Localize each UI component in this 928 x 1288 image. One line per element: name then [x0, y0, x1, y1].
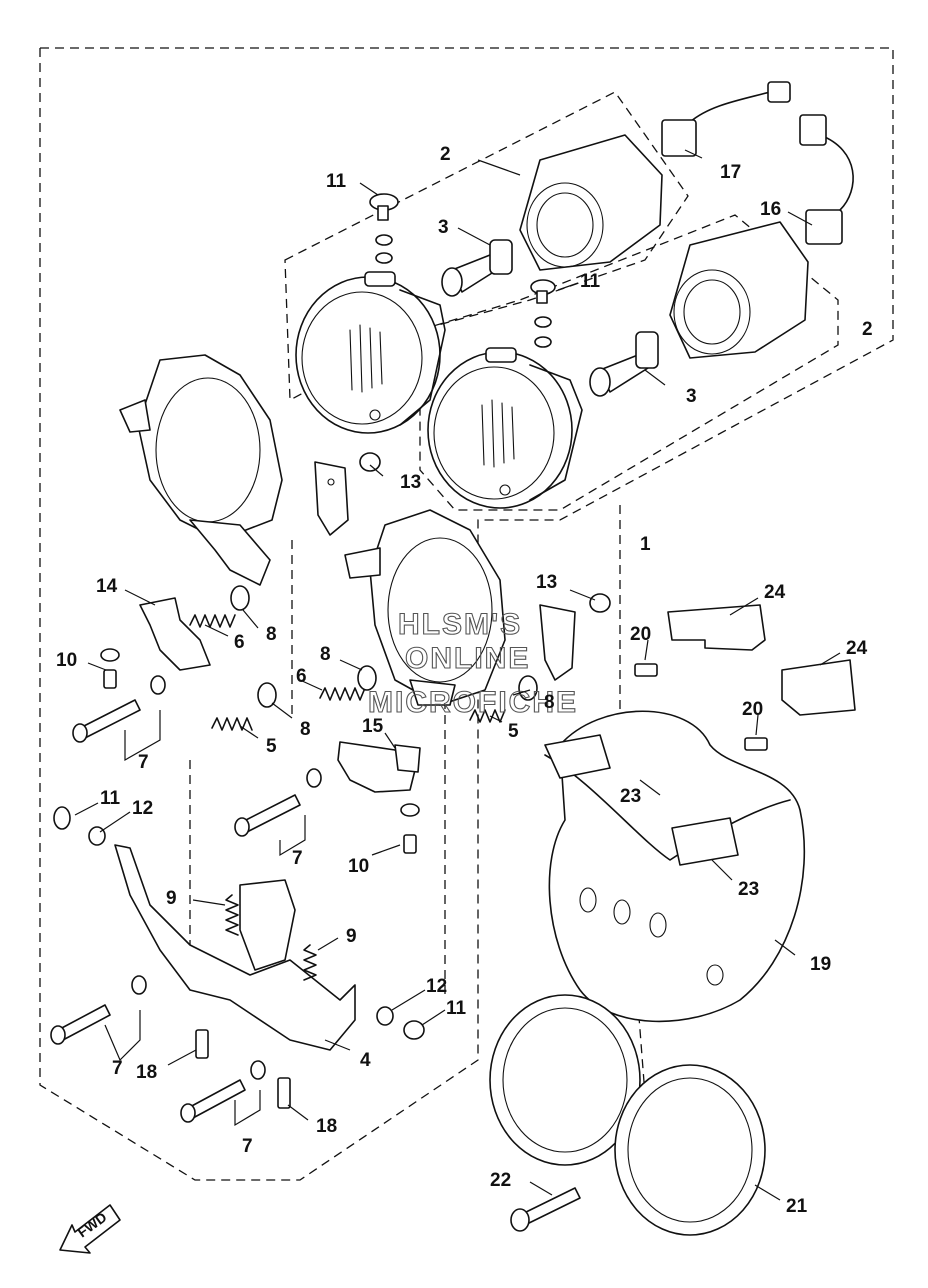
callout-18-left: 18 — [136, 1062, 157, 1083]
bracket-15 — [337, 741, 421, 793]
bulb-lower — [589, 331, 659, 397]
callout-12-b: 12 — [426, 976, 447, 997]
callout-leaders — [74, 149, 841, 1201]
callout-2-upper: 2 — [440, 144, 451, 165]
callout-16: 16 — [760, 199, 781, 220]
bolt-7-group — [50, 675, 322, 1123]
callout-11-b: 11 — [580, 271, 601, 292]
callout-5-left: 5 — [266, 736, 277, 757]
callout-24-a: 24 — [764, 582, 786, 603]
callout-15: 15 — [362, 716, 384, 737]
headlight-unit-upper — [295, 271, 446, 434]
callout-4: 4 — [360, 1050, 371, 1071]
watermark-line-2: ONLINE — [405, 642, 530, 675]
callout-6-center: 6 — [296, 666, 307, 687]
pads-24 — [667, 604, 856, 716]
callout-7-b: 7 — [292, 848, 303, 869]
headlight-bracket-left — [119, 354, 283, 586]
callout-10-center: 10 — [348, 856, 369, 877]
headlight-unit-lower — [427, 347, 583, 509]
callout-23-b: 23 — [738, 879, 759, 900]
callout-6-left: 6 — [234, 632, 245, 653]
watermark-line-3: MICROFICHE — [368, 686, 578, 719]
callout-14: 14 — [96, 576, 118, 597]
fwd-arrow-icon: FWD — [59, 1204, 121, 1254]
callout-7-d: 7 — [242, 1136, 253, 1157]
headlight-shell-19 — [544, 710, 806, 1023]
bolt-22 — [510, 1187, 581, 1232]
callout-1: 1 — [640, 534, 651, 555]
assembly-boundary-1 — [619, 505, 651, 1161]
screw-11-upper — [369, 193, 399, 264]
screw-11-middle — [530, 279, 556, 348]
callout-24-b: 24 — [846, 638, 868, 659]
callout-7-a: 7 — [138, 752, 149, 773]
small-fasteners — [53, 452, 768, 1109]
adjuster-plate-right — [539, 604, 576, 681]
callout-17: 17 — [720, 162, 741, 183]
reflector-housing-lower — [669, 221, 809, 359]
callout-11-c: 11 — [100, 788, 121, 809]
spring-5-left — [211, 717, 253, 731]
callout-13-a: 13 — [400, 472, 421, 493]
callout-7-c: 7 — [112, 1058, 123, 1079]
nut-8-group — [230, 585, 538, 708]
callout-8-c: 8 — [300, 719, 311, 740]
callout-labels: 1 2 2 3 3 4 5 5 6 6 7 7 7 7 8 8 8 8 9 9 … — [56, 144, 873, 1217]
callout-5-right: 5 — [508, 721, 519, 742]
callout-9-right: 9 — [346, 926, 357, 947]
bulb-upper — [441, 239, 513, 297]
callout-21: 21 — [786, 1196, 808, 1217]
callout-13-b: 13 — [536, 572, 557, 593]
callout-8-a: 8 — [266, 624, 277, 645]
callout-20-a: 20 — [630, 624, 651, 645]
callout-8-d: 8 — [544, 692, 555, 713]
adjuster-plate-upper — [314, 461, 349, 536]
callout-8-b: 8 — [320, 644, 331, 665]
callout-9-left: 9 — [166, 888, 177, 909]
callout-12-a: 12 — [132, 798, 153, 819]
callout-19: 19 — [810, 954, 831, 975]
callout-3-lower: 3 — [686, 386, 697, 407]
headlight-stay-4 — [114, 844, 356, 1051]
bolt-leaders — [104, 710, 306, 1127]
bulb-socket-harness-16 — [799, 114, 854, 245]
assembly-boundary-main — [39, 47, 894, 1181]
watermark-line-1: HLSM'S — [398, 608, 522, 641]
callout-10-left: 10 — [56, 650, 77, 671]
spring-6-center — [319, 687, 366, 701]
callout-22: 22 — [490, 1170, 511, 1191]
callout-18-right: 18 — [316, 1116, 337, 1137]
bulb-socket-harness-17 — [661, 81, 791, 157]
callout-20-b: 20 — [742, 699, 763, 720]
callout-23-a: 23 — [620, 786, 641, 807]
callout-11-a: 11 — [326, 171, 347, 192]
reflector-housing-upper — [519, 134, 663, 271]
assembly-boundary-2-lower — [419, 214, 839, 511]
watermark: HLSM'S ONLINE MICROFICHE — [367, 607, 578, 719]
callout-11-d: 11 — [446, 998, 467, 1019]
bracket-14 — [139, 597, 211, 671]
headlight-rim-21 — [489, 994, 766, 1236]
callout-3-upper: 3 — [438, 217, 449, 238]
spring-6-left — [189, 614, 236, 628]
headlight-bracket-center — [344, 509, 506, 706]
callout-2-lower: 2 — [862, 319, 873, 340]
